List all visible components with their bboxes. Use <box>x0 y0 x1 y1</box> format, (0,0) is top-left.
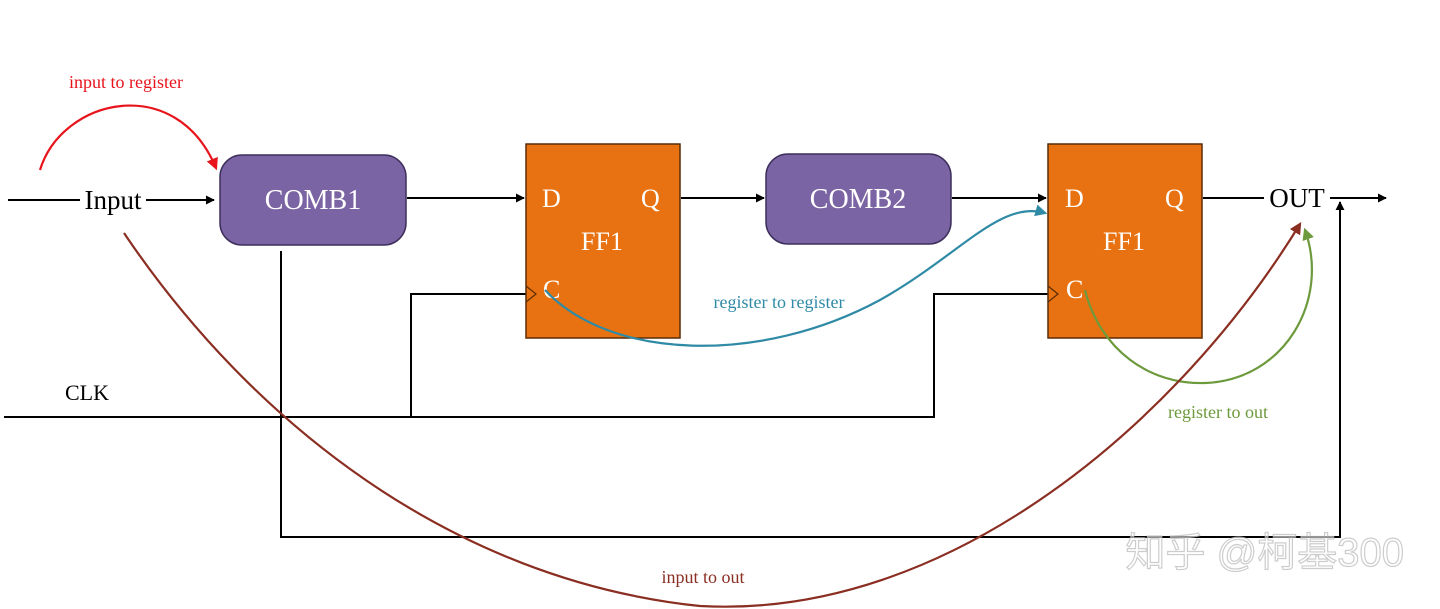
ff-right-clock-triangle <box>1047 285 1059 303</box>
ff-right-q-pin: Q <box>1165 184 1184 213</box>
ff-right-c-pin: C <box>1066 275 1083 304</box>
ff-left-block: D Q FF1 C <box>525 143 681 339</box>
comb1-box <box>219 154 407 246</box>
ff-left-box <box>525 143 681 339</box>
input-to-register-label: input to register <box>69 72 183 92</box>
input-to-out-arrow <box>123 221 1302 608</box>
comb2-label: COMB2 <box>810 184 906 215</box>
input-label: Input <box>85 185 142 215</box>
comb1-block: COMB1 <box>219 154 407 246</box>
input-to-register-arrow <box>38 104 218 171</box>
comb1-bypass-wire <box>280 201 1345 538</box>
ff-right-box <box>1047 143 1203 339</box>
comb2-box <box>765 153 952 245</box>
wires <box>4 193 1387 538</box>
register-to-out-arrow <box>1083 227 1314 385</box>
watermark: 知乎 @柯基300 <box>1126 531 1404 575</box>
clk-label: CLK <box>65 380 109 405</box>
register-to-register-arrow <box>544 204 1048 347</box>
comb2-block: COMB2 <box>765 153 952 245</box>
clk-wire-branch-left <box>410 289 535 417</box>
ff-right-name: FF1 <box>1103 227 1145 256</box>
clk-wire-main <box>4 289 1057 418</box>
out-label: OUT <box>1269 183 1325 213</box>
ff-right-block: D Q FF1 C <box>1047 143 1203 339</box>
ff-left-c-pin: C <box>543 275 560 304</box>
ff-left-q-pin: Q <box>641 184 660 213</box>
input-to-out-label: input to out <box>661 567 744 587</box>
ff-left-d-pin: D <box>542 184 561 213</box>
ff-left-name: FF1 <box>581 227 623 256</box>
ff-right-d-pin: D <box>1065 184 1084 213</box>
register-to-out-label: register to out <box>1168 402 1268 422</box>
register-to-register-label: register to register <box>714 292 845 312</box>
ff-left-clock-triangle <box>525 285 537 303</box>
comb1-label: COMB1 <box>265 185 361 216</box>
